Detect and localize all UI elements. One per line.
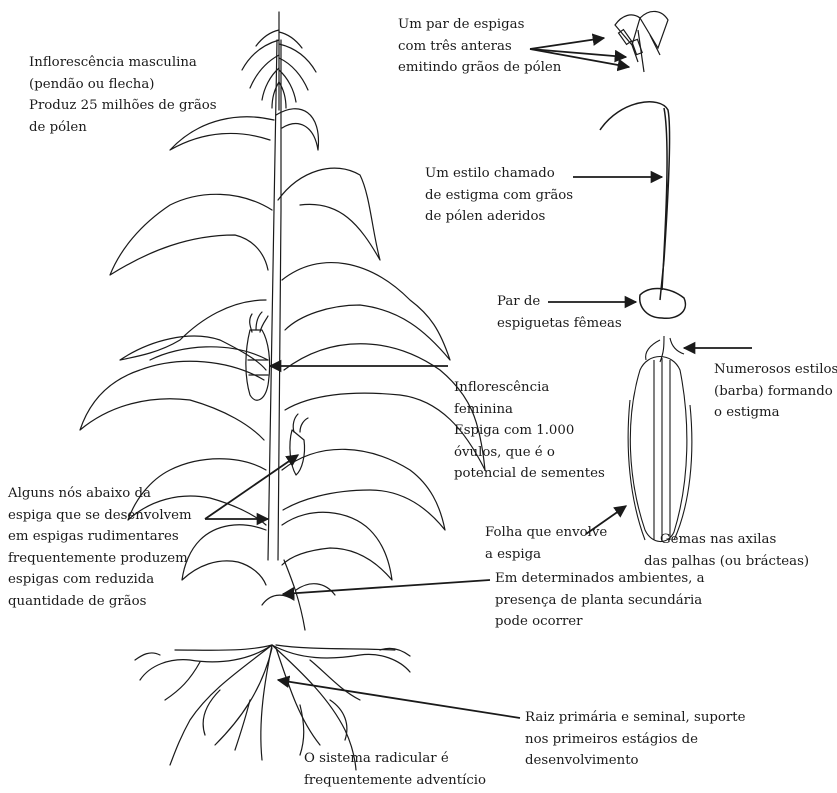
stalk bbox=[268, 40, 277, 560]
spikelet-pair-drawing bbox=[615, 11, 668, 72]
leaf bbox=[282, 512, 392, 580]
label-husk-leaf: Folha que envolve a espiga bbox=[485, 522, 607, 565]
leaf bbox=[282, 263, 450, 360]
leaf bbox=[120, 300, 266, 370]
arrow-tiller bbox=[283, 580, 490, 594]
leaf bbox=[276, 109, 318, 150]
tiller-drawing bbox=[262, 560, 335, 630]
leaf bbox=[278, 168, 380, 260]
label-style-stigma: Um estilo chamado de estigma com grãos d… bbox=[425, 163, 573, 228]
leaf bbox=[182, 525, 266, 585]
leaf bbox=[282, 449, 445, 530]
label-male-inflorescence: Inflorescência masculina (pendão ou flec… bbox=[29, 52, 217, 138]
label-tiller: Em determinados ambientes, a presença de… bbox=[495, 568, 705, 633]
label-female-inflorescence: Inflorescência feminina Espiga com 1.000… bbox=[454, 377, 605, 485]
arrow-primary-root bbox=[278, 680, 520, 718]
leaf bbox=[150, 347, 268, 360]
label-spikelet-pair: Um par de espigas com três anteras emiti… bbox=[398, 14, 561, 79]
label-lower-nodes: Alguns nós abaixo da espiga que se desen… bbox=[8, 483, 192, 612]
label-husk-buds: Gemas nas axilas das palhas (ou brácteas… bbox=[644, 529, 809, 572]
label-root-system: O sistema radicular é frequentemente adv… bbox=[304, 748, 486, 791]
label-female-spikelets: Par de espiguetas fêmeas bbox=[497, 291, 622, 334]
stalk-inner bbox=[278, 40, 281, 560]
tassel bbox=[242, 12, 316, 110]
ear-with-husks-drawing bbox=[628, 336, 692, 542]
leaf bbox=[110, 194, 272, 275]
style-drawing bbox=[600, 102, 685, 318]
label-primary-root: Raiz primária e seminal, suporte nos pri… bbox=[525, 707, 745, 772]
secondary-ear-drawing bbox=[290, 414, 308, 475]
leaf bbox=[80, 361, 264, 440]
label-silk: Numerosos estilos (barba) formando o est… bbox=[714, 359, 837, 424]
